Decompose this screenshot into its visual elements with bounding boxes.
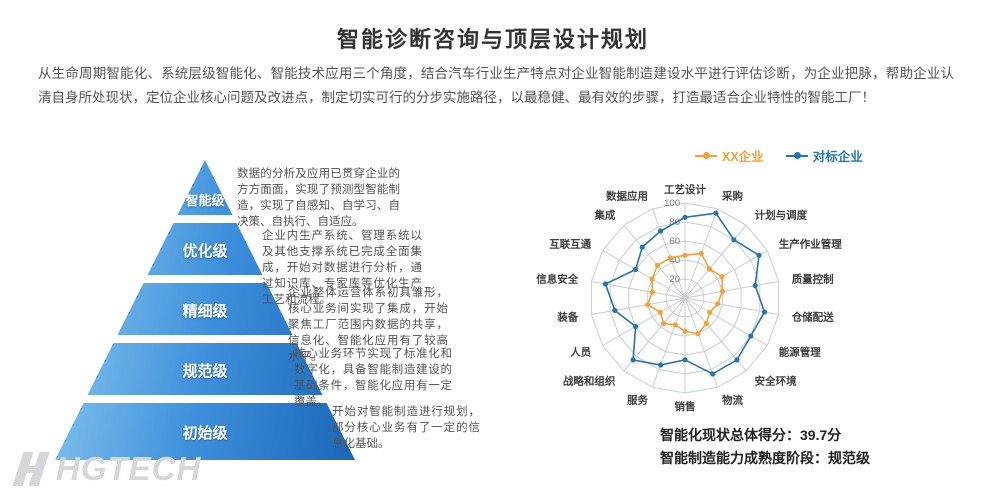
pyramid-label-standard: 规范级	[182, 363, 228, 380]
svg-text:装备: 装备	[556, 310, 578, 323]
pyramid-level-initial	[55, 403, 355, 460]
hgtech-logo: HGTECH	[12, 450, 201, 488]
svg-text:互联互通: 互联互通	[549, 237, 591, 250]
svg-text:40: 40	[669, 255, 680, 266]
legend-marker-orange-icon	[695, 151, 717, 160]
level-description-standard: 核心业务环节实现了标准化和数字化，具备智能制造建设的基础条件，智能化应用有一定覆…	[294, 348, 452, 409]
summary-block: 智能化现状总体得分：39.7分 智能制造能力成熟度阶段：规范级	[660, 424, 870, 470]
svg-text:20: 20	[669, 274, 680, 285]
pyramid-level-standard	[87, 343, 323, 395]
pyramid-level-refined	[117, 283, 293, 335]
svg-text:服务: 服务	[627, 393, 648, 406]
legend-marker-blue-icon	[785, 151, 808, 160]
svg-text:采购: 采购	[721, 190, 743, 203]
svg-text:生产作业管理: 生产作业管理	[779, 237, 842, 250]
hgtech-logo-icon	[12, 452, 48, 486]
level-description-intelligent: 数据的分析及应用已贯穿企业的方方面面，实现了预测型智能制造，实现了自感知、自学习…	[237, 168, 400, 229]
svg-text:信息安全: 信息安全	[536, 273, 578, 286]
score-line: 智能化现状总体得分：39.7分	[660, 427, 842, 443]
svg-text:仓储配送: 仓储配送	[791, 310, 834, 323]
legend-item-xx-company: XX企业	[695, 146, 764, 165]
svg-text:100: 100	[664, 198, 680, 209]
svg-text:能源管理: 能源管理	[779, 346, 821, 359]
svg-text:物流: 物流	[722, 393, 743, 406]
page-title: 智能诊断咨询与顶层设计规划	[336, 27, 649, 52]
pyramid-label-intelligent: 智能级	[185, 193, 225, 208]
svg-text:销售: 销售	[675, 400, 696, 413]
svg-text:工艺设计: 工艺设计	[664, 183, 706, 196]
radar-chart: 20406080100工艺设计采购计划与调度生产作业管理质量控制仓储配送能源管理…	[536, 183, 842, 413]
svg-text:集成: 集成	[593, 209, 615, 222]
svg-text:人员: 人员	[570, 346, 591, 359]
legend-label-xx-company: XX企业	[722, 150, 764, 164]
stage-line: 智能制造能力成熟度阶段：规范级	[660, 450, 870, 467]
svg-text:安全环境: 安全环境	[755, 375, 797, 388]
chart-legend: XX企业 对标企业	[695, 146, 863, 165]
legend-label-benchmark: 对标企业	[812, 150, 863, 164]
level-description-refined: 企业整体运营体系初具雏形，核心业务间实现了集成，开始聚焦工厂范围内数据的共享，信…	[288, 287, 448, 364]
hgtech-logo-text: HGTECH	[56, 450, 202, 487]
legend-item-benchmark: 对标企业	[785, 146, 863, 165]
pyramid-label-refined: 精细级	[182, 303, 228, 320]
svg-text:数据应用: 数据应用	[605, 190, 648, 203]
svg-text:计划与调度: 计划与调度	[755, 209, 808, 222]
svg-text:质量控制: 质量控制	[792, 273, 834, 286]
svg-text:战略和组织: 战略和组织	[563, 375, 616, 388]
level-description-initial: 开始对智能制造进行规划，部分核心业务有了一定的信息化基础。	[332, 406, 480, 451]
pyramid-label-optimized: 优化级	[182, 243, 228, 260]
level-description-optimized: 企业内生产系统、管理系统以及其他支撑系统已完成全面集成，开始对数据进行分析，通过…	[262, 230, 422, 307]
pyramid-label-initial: 初始级	[182, 425, 228, 442]
svg-text:60: 60	[669, 236, 680, 247]
intro-paragraph: 从生命周期智能化、系统层级智能化、智能技术应用三个角度，结合汽车行业生产特点对企…	[38, 66, 954, 106]
maturity-pyramid: 智能级 优化级 精细级 规范级 初始级	[55, 160, 355, 460]
